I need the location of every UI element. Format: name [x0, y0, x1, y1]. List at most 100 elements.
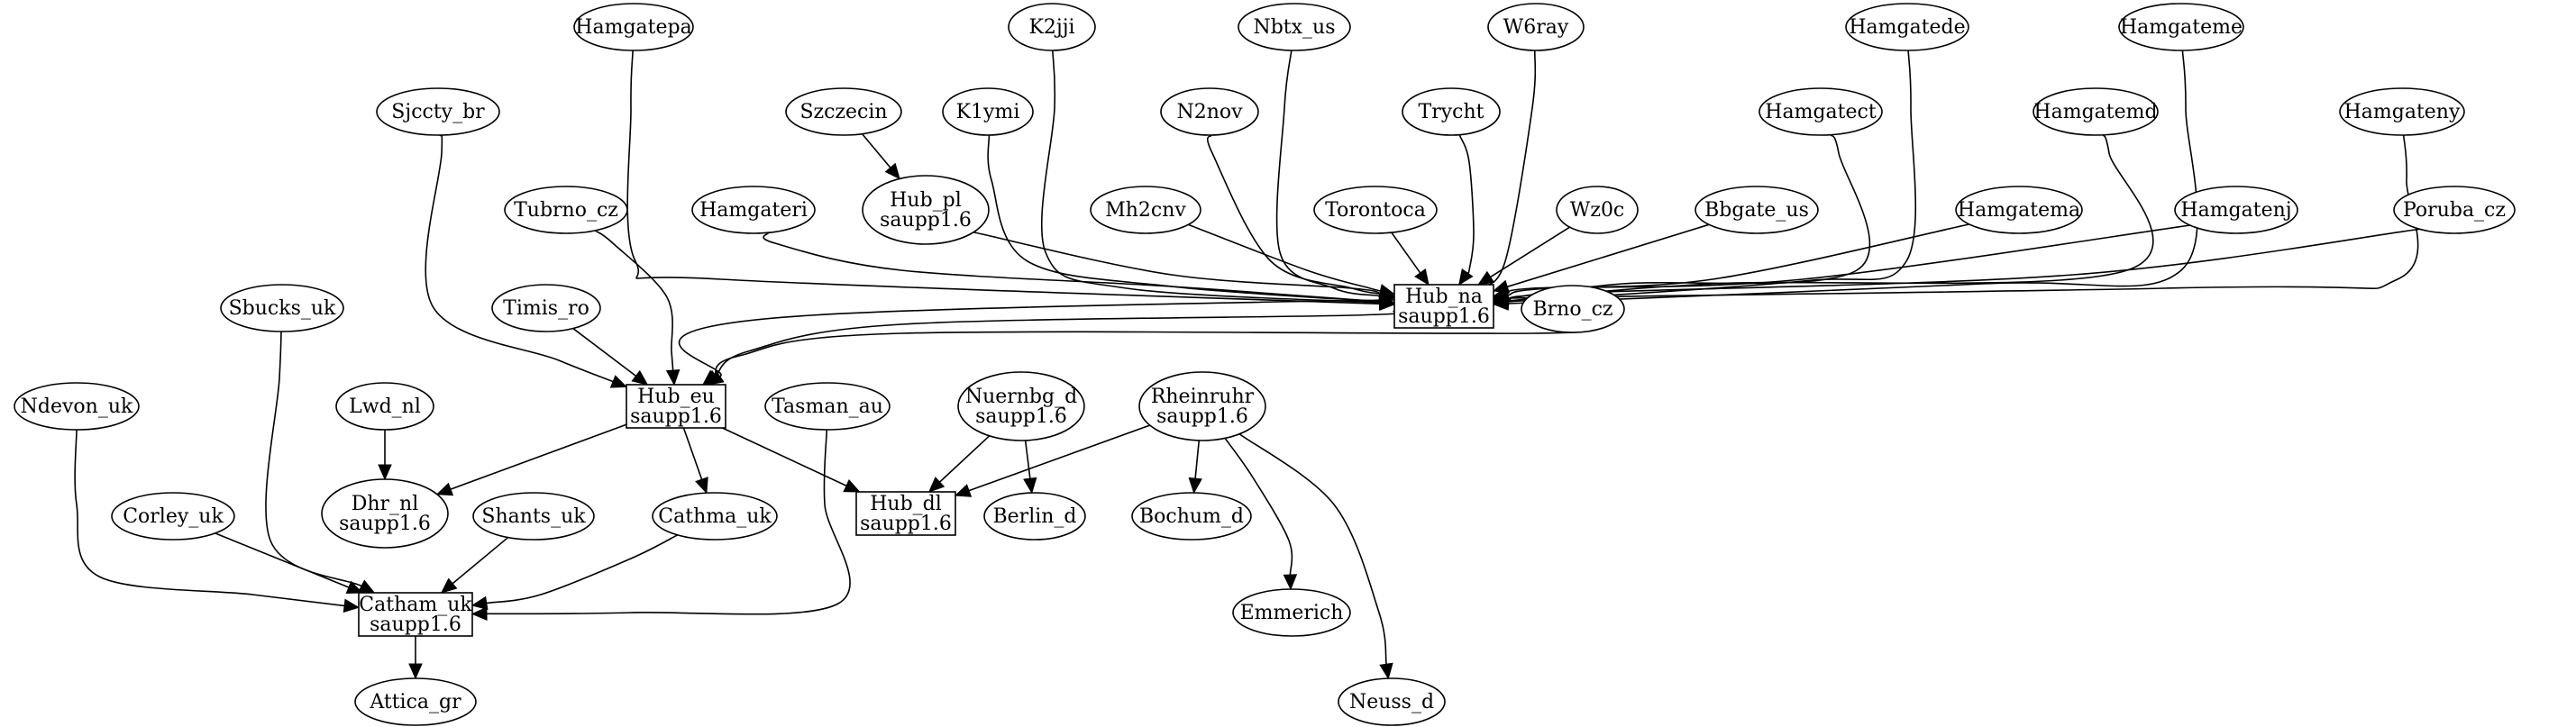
arrow-head [343, 598, 361, 613]
edge-line [1507, 223, 1710, 288]
node-label: Hamgatenj [2180, 199, 2291, 222]
node-emmerich: Emmerich [1232, 588, 1351, 637]
arrow-head [1379, 662, 1393, 680]
node-label: Torontoca [1325, 199, 1426, 222]
node-nbtx-us: Nbtx_us [1238, 3, 1351, 51]
node-tubrno-cz: Tubrno_cz [504, 186, 628, 234]
edge-sjccty-br-to-hub-eu [425, 133, 628, 388]
arrow-head [1414, 268, 1430, 286]
arrow-head [1283, 574, 1298, 591]
node-ellipse [2339, 87, 2465, 136]
edge-catham-uk-to-attica-gr [408, 636, 423, 680]
node-lwd-nl: Lwd_nl [335, 382, 434, 431]
edge-line [1194, 440, 1201, 479]
edge-line [486, 429, 851, 615]
edge-hub-eu-to-cathma-uk [682, 427, 708, 495]
node-sublabel: saupp1.6 [880, 209, 972, 232]
node-label: Szczecin [799, 101, 887, 123]
node-trycht: Trycht [1402, 87, 1501, 136]
edge-line [1391, 232, 1421, 274]
edge-hub-pl-to-hub-na [965, 229, 1396, 301]
node-mh2cnv: Mh2cnv [1090, 186, 1201, 234]
node-ellipse [111, 492, 235, 541]
edge-nuernbg-d-to-berlin-d [1023, 440, 1037, 495]
edge-hub-na-to-hub-eu [703, 310, 1402, 386]
node-label: Sjccty_br [391, 101, 485, 123]
node-label: Sbucks_uk [229, 297, 336, 320]
edge-line [1206, 134, 1381, 295]
arrow-head [408, 663, 423, 680]
node-label: Hamgatema [1958, 199, 2080, 222]
node-label: Emmerich [1240, 602, 1344, 624]
node-ellipse [1845, 3, 1969, 51]
node-label: K2jji [1028, 16, 1074, 39]
edge-line [1490, 226, 1570, 278]
node-label: K1ymi [956, 101, 1020, 123]
node-hamgatepa: Hamgatepa [573, 3, 694, 51]
node-ellipse [573, 3, 694, 51]
edge-wz0c-to-hub-na [1477, 226, 1570, 286]
node-label: Tubrno_cz [514, 199, 618, 222]
edge-brno-cz-to-hub-eu [702, 326, 1583, 386]
arrow-head [954, 484, 973, 497]
node-ellipse [764, 382, 891, 431]
edge-hamgatede-to-hub-na [1492, 50, 1917, 309]
node-label: Brno_cz [1532, 298, 1612, 321]
node-bochum-d: Bochum_d [1131, 492, 1252, 541]
node-ellipse [472, 492, 595, 541]
node-label: W6ray [1503, 16, 1569, 39]
arrow-head [1378, 284, 1396, 298]
node-label: Wz0c [1570, 199, 1625, 222]
node-label: Shants_uk [481, 505, 586, 528]
node-sublabel: saupp1.6 [630, 405, 722, 428]
node-label: Poruba_cz [2403, 199, 2506, 222]
node-label: Bbgate_us [1704, 199, 1809, 222]
edge-line [1458, 134, 1475, 275]
node-sublabel: saupp1.6 [1398, 305, 1490, 328]
node-sublabel: saupp1.6 [339, 513, 431, 535]
node-label: Ndevon_uk [21, 395, 133, 418]
arrow-head [440, 577, 458, 594]
node-ellipse [1232, 588, 1351, 637]
edge-hub-eu-to-hub-dl [722, 427, 861, 493]
arrow-head [702, 369, 719, 386]
node-box [855, 491, 956, 536]
arrow-head [927, 477, 945, 493]
arrow-head [470, 606, 488, 622]
node-hamgatede: Hamgatede [1845, 3, 1969, 51]
node-poruba-cz: Poruba_cz [2393, 186, 2516, 234]
edge-line [987, 134, 1381, 303]
edge-nbtx-us-to-hub-na [1275, 50, 1396, 303]
node-label: Catham_uk [359, 594, 472, 616]
edge-line [74, 429, 345, 607]
node-neuss-d: Neuss_d [1338, 677, 1446, 726]
node-label: Lwd_nl [349, 395, 421, 418]
node-hamgateny: Hamgateny [2339, 87, 2465, 136]
node-wz0c: Wz0c [1556, 186, 1639, 234]
edge-shants-uk-to-catham-uk [440, 536, 509, 594]
edge-line [626, 50, 1381, 305]
arrow-head [665, 368, 681, 386]
node-label: Timis_ro [503, 297, 589, 320]
edge-tubrno-cz-to-hub-eu [594, 230, 681, 386]
node-label: Nbtx_us [1253, 16, 1335, 39]
node-label: Hamgatect [1765, 101, 1877, 123]
node-hamgatenj: Hamgatenj [2174, 186, 2298, 234]
arrow-head [1492, 292, 1510, 307]
edges-layer [74, 50, 2443, 680]
arrow-head [378, 464, 392, 481]
edge-line [452, 536, 509, 585]
node-ellipse [942, 87, 1034, 136]
node-ellipse [2393, 186, 2516, 234]
edge-line [1224, 438, 1293, 576]
edge-rheinruhr-to-bochum-d [1188, 440, 1202, 495]
node-ellipse [785, 87, 902, 136]
node-label: Berlin_d [992, 505, 1076, 528]
node-label: Hamgatemd [2033, 101, 2157, 123]
node-k1ymi: K1ymi [942, 87, 1034, 136]
arrow-head [884, 162, 900, 180]
